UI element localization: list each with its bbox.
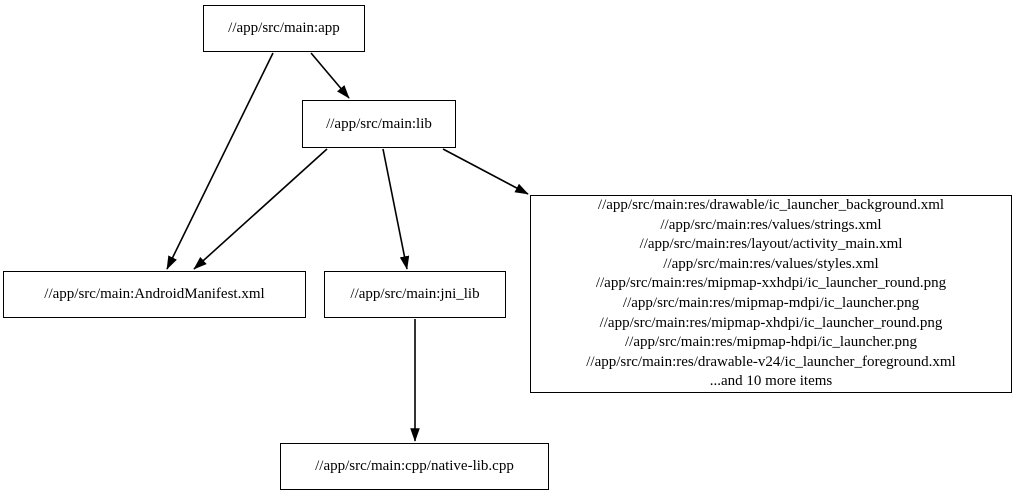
edge-app-to-manifest xyxy=(166,52,274,270)
graph-node-native-lib[interactable]: //app/src/main:cpp/native-lib.cpp xyxy=(280,443,549,490)
graph-node-app-label: //app/src/main:app xyxy=(228,20,340,36)
graph-node-jni-lib-label: //app/src/main:jni_lib xyxy=(350,286,480,302)
edge-app-to-lib xyxy=(310,52,350,99)
graph-node-jni-lib[interactable]: //app/src/main:jni_lib xyxy=(324,271,506,318)
graph-node-resources-label: //app/src/main:res/drawable/ic_launcher_… xyxy=(586,197,956,390)
graph-node-lib[interactable]: //app/src/main:lib xyxy=(302,100,456,148)
graph-node-lib-label: //app/src/main:lib xyxy=(326,115,432,132)
edge-lib-to-manifest xyxy=(193,148,328,270)
edge-lib-to-resources xyxy=(442,148,529,195)
graph-node-native-lib-label: //app/src/main:cpp/native-lib.cpp xyxy=(315,458,514,474)
graph-node-android-manifest-label: //app/src/main:AndroidManifest.xml xyxy=(44,286,265,302)
graph-node-resources[interactable]: //app/src/main:res/drawable/ic_launcher_… xyxy=(530,195,1012,393)
edge-lib-to-jni-lib xyxy=(382,148,410,270)
graph-node-app[interactable]: //app/src/main:app xyxy=(203,5,365,52)
graph-node-android-manifest[interactable]: //app/src/main:AndroidManifest.xml xyxy=(3,271,306,318)
